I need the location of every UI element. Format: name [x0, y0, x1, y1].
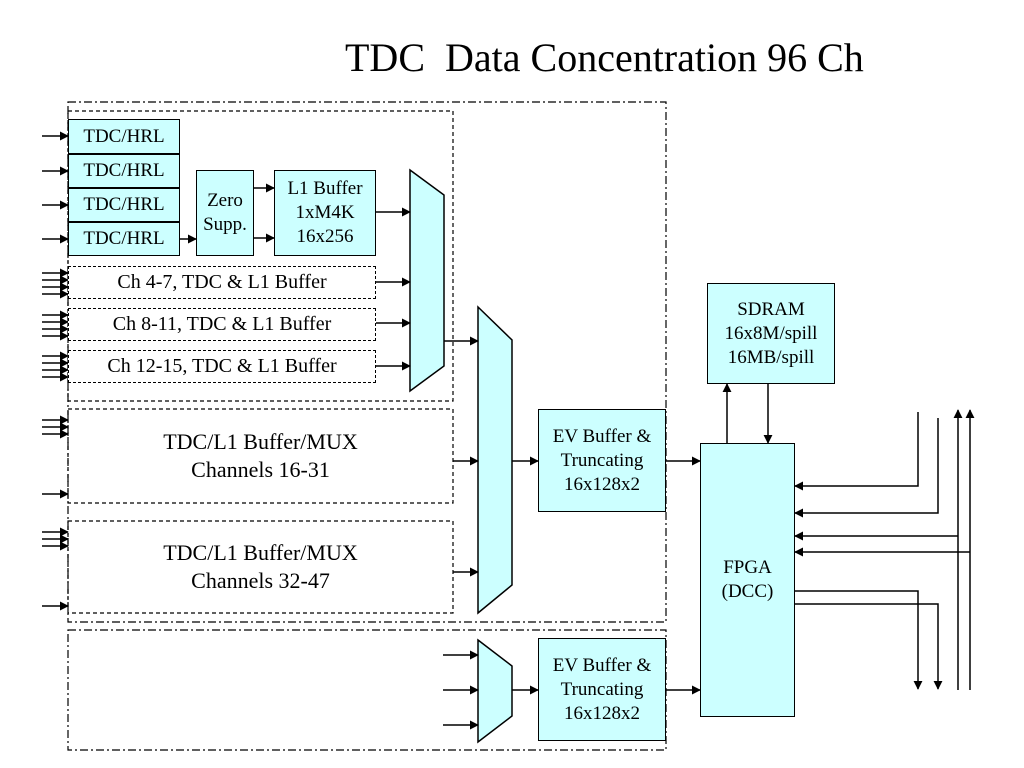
- mux-second-stage: [477, 305, 513, 615]
- mux-first-stage: [409, 168, 445, 393]
- fpga-dcc-block: FPGA(DCC): [700, 443, 795, 717]
- external-input-line: [794, 418, 939, 518]
- tdc-hrl-block: TDC/HRL: [68, 154, 180, 188]
- channel-group-12-15: Ch 12-15, TDC & L1 Buffer: [68, 350, 376, 383]
- diagram-title: TDC Data Concentration 96 Ch: [345, 35, 864, 80]
- tdc-hrl-block: TDC/HRL: [68, 222, 180, 256]
- group-32-47-box: [67, 520, 454, 614]
- channel-group-8-11: Ch 8-11, TDC & L1 Buffer: [68, 308, 376, 341]
- channels-0-15-group: [67, 110, 454, 402]
- tdc-hrl-block: TDC/HRL: [68, 119, 180, 154]
- tdc-hrl-block: TDC/HRL: [68, 188, 180, 222]
- fpga-output-line: [795, 590, 923, 690]
- fpga-output-line: [795, 603, 943, 690]
- channel-group-4-7: Ch 4-7, TDC & L1 Buffer: [68, 266, 376, 299]
- mux-lower: [477, 638, 513, 744]
- external-input-line: [794, 412, 919, 491]
- group-16-31-box: [67, 408, 454, 504]
